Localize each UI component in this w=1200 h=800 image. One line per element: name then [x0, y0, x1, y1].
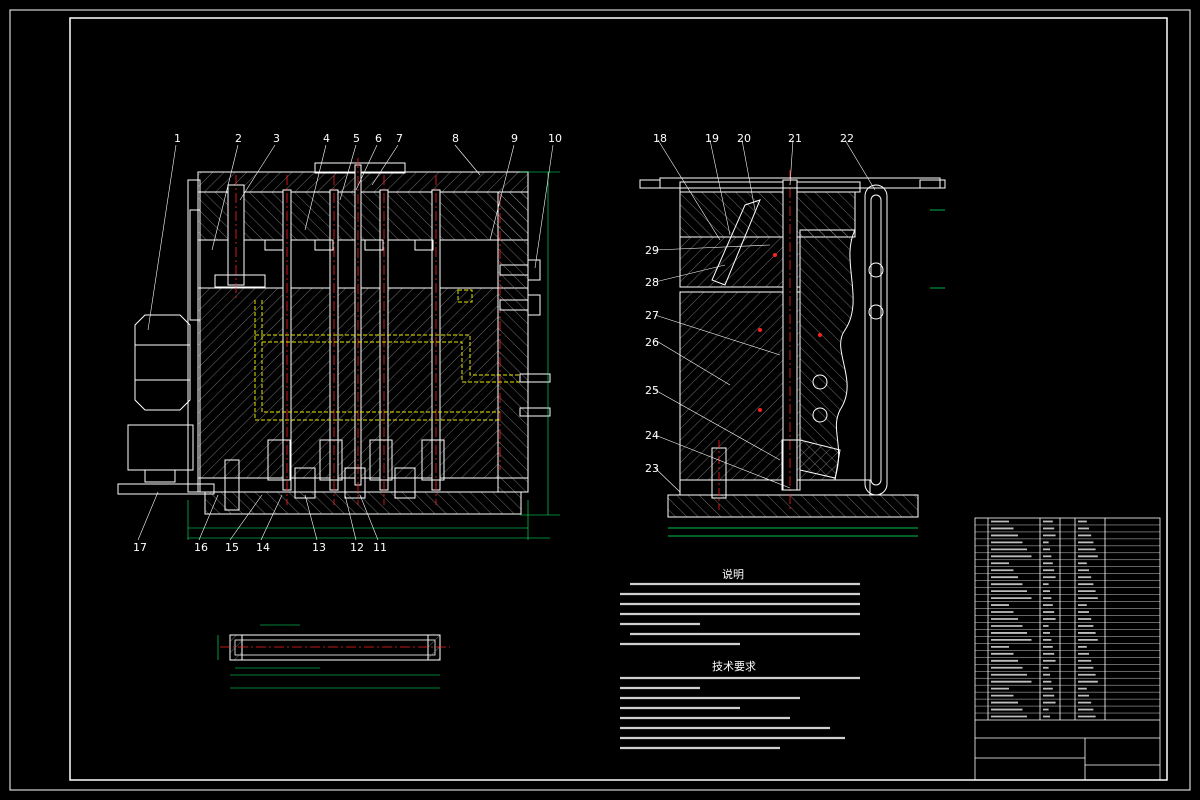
part-number-29: 29: [645, 244, 659, 257]
part-number-8: 8: [452, 132, 459, 145]
part-number-15: 15: [225, 541, 239, 554]
part-number-4: 4: [323, 132, 330, 145]
part-number-23: 23: [645, 462, 659, 475]
hydraulic-cylinder: [117, 209, 215, 495]
bom-rows: [975, 524, 1160, 714]
drawing-border-outer: [9, 9, 1191, 791]
part-number-3: 3: [273, 132, 280, 145]
part-number-7: 7: [396, 132, 403, 145]
part-number-11: 11: [373, 541, 387, 554]
drawing-border-inner: [69, 17, 1168, 781]
part-number-20: 20: [737, 132, 751, 145]
part-number-22: 22: [840, 132, 854, 145]
main-assembly-view: [117, 144, 560, 541]
part-number-14: 14: [256, 541, 270, 554]
part-number-6: 6: [375, 132, 382, 145]
notes-text-lines: [620, 582, 860, 646]
part-detail-view: [217, 624, 450, 689]
part-number-26: 26: [645, 336, 659, 349]
part-number-17: 17: [133, 541, 147, 554]
part-number-27: 27: [645, 309, 659, 322]
part-number-28: 28: [645, 276, 659, 289]
part-number-2: 2: [235, 132, 242, 145]
bom-text-marks: [991, 520, 1098, 718]
part-number-19: 19: [705, 132, 719, 145]
part-number-12: 12: [350, 541, 364, 554]
part-number-25: 25: [645, 384, 659, 397]
part-number-21: 21: [788, 132, 802, 145]
part-number-16: 16: [194, 541, 208, 554]
part-number-9: 9: [511, 132, 518, 145]
side-section-view: [639, 139, 946, 537]
part-number-10: 10: [548, 132, 562, 145]
part-number-1: 1: [174, 132, 181, 145]
part-number-24: 24: [645, 429, 659, 442]
part-number-13: 13: [312, 541, 326, 554]
part-number-18: 18: [653, 132, 667, 145]
requirements-text-lines: [620, 676, 860, 750]
bill-of-materials: [974, 517, 1161, 781]
notes-heading: 说明: [722, 568, 744, 581]
part-number-5: 5: [353, 132, 360, 145]
requirements-heading: 技术要求: [712, 660, 756, 673]
